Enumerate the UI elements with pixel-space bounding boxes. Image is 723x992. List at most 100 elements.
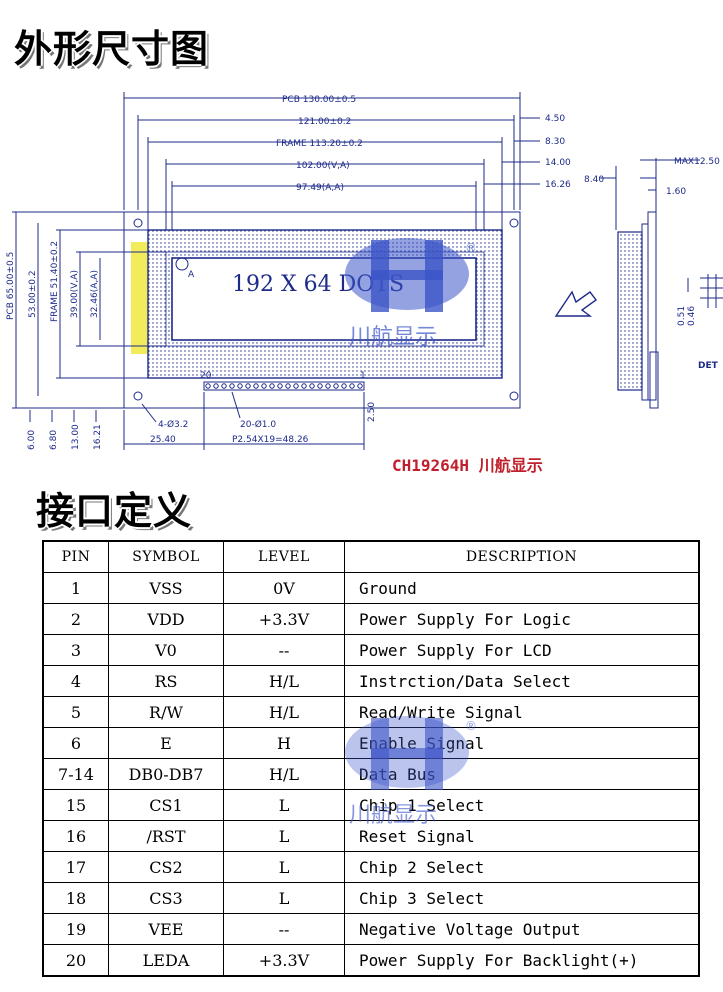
- pin-symbol: E: [108, 727, 224, 759]
- pin-symbol: R/W: [108, 696, 224, 728]
- pin-description: Power Supply For LCD: [344, 634, 700, 666]
- pin-number: 7-14: [42, 758, 109, 790]
- pin-level: L: [223, 851, 345, 883]
- pin-hole: [213, 383, 219, 389]
- pin-symbol: /RST: [108, 820, 224, 852]
- model-caption: CH19264H 川航显示: [392, 456, 543, 475]
- pin-number: 17: [42, 851, 109, 883]
- pin-number: 6: [42, 727, 109, 759]
- svg-text:16.26: 16.26: [545, 180, 571, 190]
- dim-frame-width: FRAME 113.20±0.2: [276, 139, 363, 149]
- mount-hole-icon: [509, 218, 519, 228]
- pin-hole: [245, 383, 251, 389]
- pin-description: Data Bus: [344, 758, 700, 790]
- pin-level: --: [223, 634, 345, 666]
- bottom-left-dimensions: 6.00 6.80 13.00 16.21: [27, 410, 103, 450]
- svg-text:20-Ø1.0: 20-Ø1.0: [240, 419, 276, 430]
- svg-text:0.46: 0.46: [687, 306, 697, 326]
- pin-description: Chip 2 Select: [344, 851, 700, 883]
- pin-level: --: [223, 913, 345, 945]
- svg-text:4.50: 4.50: [545, 114, 565, 124]
- pin-hole: [325, 383, 331, 389]
- col-level: LEVEL: [223, 540, 345, 573]
- pin-description: Chip 3 Select: [344, 882, 700, 914]
- pin-description: Chip 1 Select: [344, 789, 700, 821]
- pin-hole: [261, 383, 267, 389]
- svg-text:2.50: 2.50: [367, 402, 377, 422]
- top-dimensions: PCB 130.00±0.5 121.00±0.2 FRAME 113.20±0…: [123, 92, 521, 260]
- detail-arrow-icon: [554, 290, 597, 317]
- svg-text:DET: DET: [698, 361, 719, 371]
- pin-hole: [229, 383, 235, 389]
- dimension-drawing: PCB 130.00±0.5 121.00±0.2 FRAME 113.20±0…: [0, 70, 723, 490]
- pin-description: Negative Voltage Output: [344, 913, 700, 945]
- svg-text:20: 20: [200, 371, 212, 381]
- pin-description: Ground: [344, 572, 700, 604]
- pin-number: 20: [42, 944, 109, 977]
- pin-hole: [277, 383, 283, 389]
- right-dimensions: 4.50 8.30 14.00 16.26: [484, 114, 571, 190]
- pin-description: Enable Signal: [344, 727, 700, 759]
- svg-text:P2.54X19=48.26: P2.54X19=48.26: [232, 435, 309, 445]
- dim-va-width: 102.00(V,A): [296, 161, 350, 171]
- pin-symbol: RS: [108, 665, 224, 697]
- pin-hole: [317, 383, 323, 389]
- module-outline-svg: PCB 130.00±0.5 121.00±0.2 FRAME 113.20±0…: [6, 92, 723, 450]
- pin-hole: [237, 383, 243, 389]
- dimension-drawing-heading: 外形尺寸图: [14, 27, 210, 71]
- pin-level: H: [223, 727, 345, 759]
- pin-description: Read/Write Signal: [344, 696, 700, 728]
- svg-text:8.40: 8.40: [584, 175, 604, 185]
- svg-text:MAX12.50: MAX12.50: [674, 157, 720, 167]
- interface-heading: 接口定义: [36, 489, 193, 533]
- pin-level: +3.3V: [223, 603, 345, 635]
- pin-description: Instrction/Data Select: [344, 665, 700, 697]
- pin-hole: [301, 383, 307, 389]
- mount-hole-icon: [509, 391, 519, 401]
- pin-number: 4: [42, 665, 109, 697]
- pin-level: L: [223, 789, 345, 821]
- svg-text:0.51: 0.51: [677, 306, 687, 326]
- pin-symbol: VDD: [108, 603, 224, 635]
- col-pin: PIN: [42, 540, 109, 573]
- svg-text:25.40: 25.40: [150, 435, 176, 445]
- pin-hole: [205, 383, 211, 389]
- side-view: 8.40 MAX12.50 1.60 0.51 0.46 DET: [584, 157, 723, 409]
- pin-number: 19: [42, 913, 109, 945]
- svg-text:1.60: 1.60: [666, 187, 686, 197]
- svg-text:16.21: 16.21: [93, 424, 103, 450]
- pin-number: 15: [42, 789, 109, 821]
- svg-text:FRAME 51.40±0.2: FRAME 51.40±0.2: [50, 241, 60, 322]
- pin-hole: [309, 383, 315, 389]
- pin-symbol: V0: [108, 634, 224, 666]
- pin-header: 20 1: [200, 371, 366, 391]
- pin-level: L: [223, 882, 345, 914]
- pin-level: 0V: [223, 572, 345, 604]
- pin-level: H/L: [223, 758, 345, 790]
- pin-symbol: CS1: [108, 789, 224, 821]
- backlight-strip: [131, 242, 148, 354]
- bottom-dimensions: 4-Ø3.2 20-Ø1.0 25.40 P2.54X19=48.26 2.50: [123, 391, 377, 450]
- pin-hole: [221, 383, 227, 389]
- pin-hole: [293, 383, 299, 389]
- pin-level: H/L: [223, 665, 345, 697]
- pin-number: 18: [42, 882, 109, 914]
- svg-text:8.30: 8.30: [545, 137, 565, 147]
- pin-hole: [269, 383, 275, 389]
- pcb-outline: [123, 211, 521, 409]
- table-header-row: PIN SYMBOL LEVEL DESCRIPTION: [42, 540, 700, 573]
- svg-text:PCB 65.00±0.5: PCB 65.00±0.5: [6, 252, 16, 320]
